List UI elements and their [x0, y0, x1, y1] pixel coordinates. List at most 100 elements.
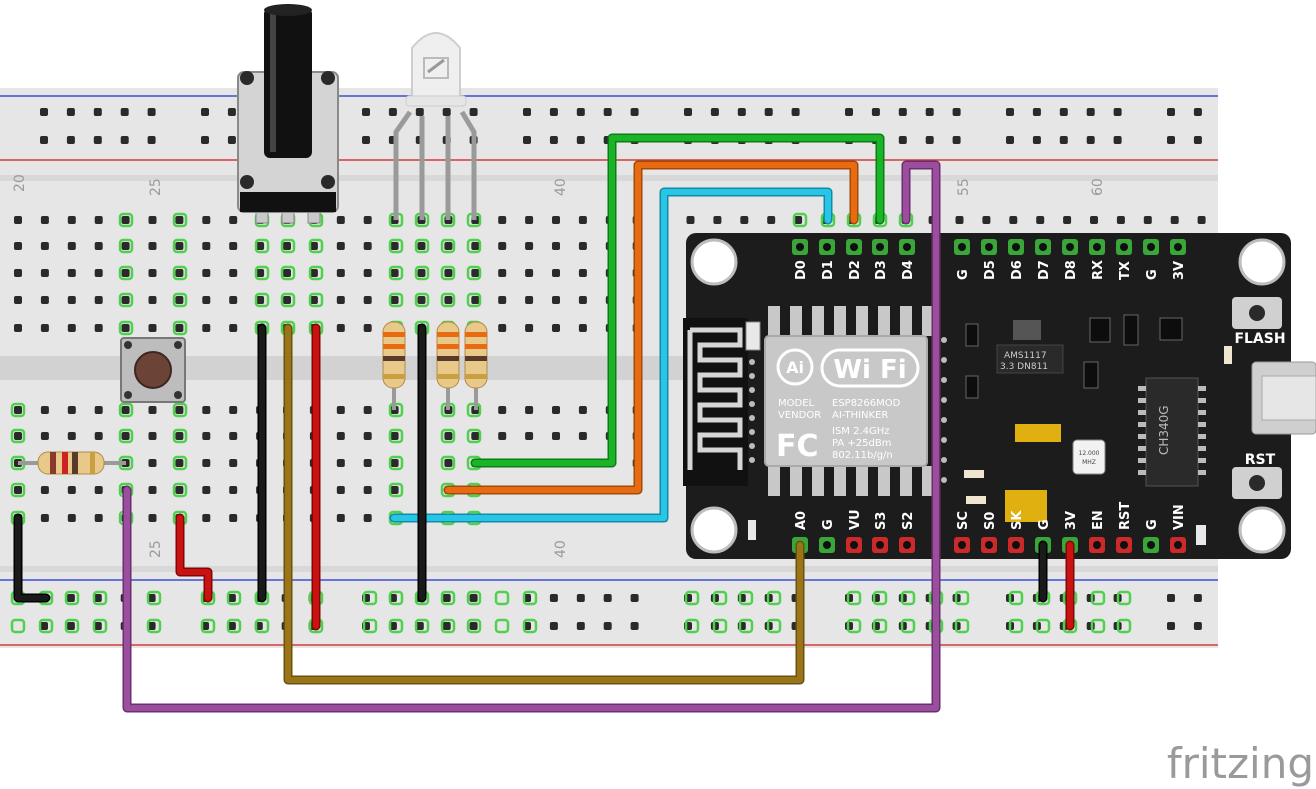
bottom-pin-en[interactable]: EN	[1089, 510, 1106, 553]
hole	[578, 406, 587, 414]
connected-hole	[440, 265, 456, 281]
connected-hole	[172, 402, 188, 418]
connected-hole	[792, 212, 808, 228]
top-pin-g[interactable]: G	[1143, 239, 1160, 280]
hole	[390, 432, 399, 440]
bottom-pin-s2[interactable]: S2	[899, 512, 916, 553]
connected-hole	[64, 590, 80, 606]
top-pin-d1[interactable]: D1	[819, 239, 836, 280]
bottom-pin-sk[interactable]: SK	[1008, 510, 1025, 553]
bottom-pin-vin[interactable]: VIN	[1170, 504, 1187, 553]
hole	[66, 622, 75, 630]
resistor-vertical[interactable]	[382, 321, 406, 410]
push-button[interactable]	[120, 337, 186, 403]
bottom-pin-vu[interactable]: VU	[846, 509, 863, 553]
bottom-pin-sc[interactable]: SC	[954, 511, 971, 553]
hole	[444, 269, 453, 277]
wire-black-resistor[interactable]	[13, 513, 51, 603]
bottom-pin-s0[interactable]: S0	[981, 512, 998, 553]
hole	[578, 242, 587, 250]
top-pin-3v[interactable]: 3V	[1170, 239, 1187, 280]
bottom-pin-g[interactable]: G	[819, 519, 836, 553]
hole	[202, 406, 211, 414]
module-line: ISM 2.4GHz	[832, 426, 890, 437]
hole	[1167, 136, 1175, 144]
pin-label: VU	[848, 509, 863, 530]
resistor-horizontal[interactable]	[18, 451, 126, 475]
bottom-pin-g[interactable]: G	[1143, 519, 1160, 553]
hole	[229, 242, 238, 250]
top-pin-d5[interactable]: D5	[981, 239, 998, 280]
hole	[14, 242, 22, 250]
wire-brown[interactable]	[283, 323, 805, 685]
connected-hole	[388, 292, 404, 308]
hole	[1197, 216, 1206, 224]
resistor-vertical[interactable]	[464, 321, 488, 410]
hole	[67, 242, 76, 250]
wire-cyan[interactable]	[389, 187, 833, 523]
connected-hole	[254, 292, 270, 308]
connected-hole	[1116, 618, 1132, 634]
tantalum-capacitor	[1005, 490, 1047, 522]
hole	[229, 269, 238, 277]
hole	[1059, 136, 1068, 144]
top-pin-g[interactable]: G	[954, 239, 971, 280]
pin-label: D6	[1010, 260, 1025, 280]
hole	[1116, 216, 1125, 224]
top-pin-d7[interactable]: D7	[1035, 239, 1052, 280]
connected-hole	[414, 265, 430, 281]
connected-hole	[172, 292, 188, 308]
connected-hole	[254, 238, 270, 254]
connected-hole	[172, 265, 188, 281]
hole	[148, 216, 157, 224]
hole	[148, 406, 157, 414]
wire-green[interactable]	[470, 133, 885, 468]
hole	[552, 242, 560, 250]
hole	[576, 136, 585, 144]
hole	[148, 269, 157, 277]
hole	[552, 432, 560, 440]
hole	[1143, 216, 1152, 224]
hole	[578, 296, 587, 304]
resistor-vertical[interactable]	[436, 321, 460, 410]
connected-hole	[10, 618, 26, 634]
hole	[40, 108, 48, 116]
top-pin-d6[interactable]: D6	[1008, 239, 1025, 280]
connected-hole	[362, 618, 378, 634]
top-pin-d3[interactable]: D3	[872, 239, 889, 280]
hole	[93, 136, 102, 144]
rgb-led[interactable]	[393, 32, 477, 220]
potentiometer[interactable]	[237, 4, 339, 224]
hole	[229, 296, 238, 304]
module-pins	[768, 306, 934, 496]
wire-orange[interactable]	[443, 160, 859, 495]
mount-hole	[690, 238, 738, 286]
connected-hole	[118, 238, 134, 254]
wire-purple[interactable]	[122, 160, 941, 713]
antenna-trace	[687, 327, 743, 470]
top-pin-d0[interactable]: D0	[792, 239, 809, 280]
hole	[40, 622, 48, 630]
hole	[552, 269, 560, 277]
hole	[147, 622, 156, 630]
pin-label: D7	[1037, 260, 1052, 280]
connected-hole	[388, 618, 404, 634]
hole	[417, 269, 426, 277]
hole	[1006, 108, 1014, 116]
hole	[469, 594, 478, 602]
top-pin-d8[interactable]: D8	[1062, 239, 1079, 280]
wire-red-button[interactable]	[175, 513, 213, 603]
bottom-pin-s3[interactable]: S3	[872, 512, 889, 553]
connected-hole	[388, 238, 404, 254]
hole	[469, 622, 478, 630]
pin-label: EN	[1091, 510, 1106, 530]
top-pin-tx[interactable]: TX	[1116, 239, 1133, 280]
fritzing-watermark: fritzing	[1167, 739, 1314, 788]
hole	[444, 242, 453, 250]
top-pin-d4[interactable]: D4	[899, 239, 916, 280]
top-pin-rx[interactable]: RX	[1089, 239, 1106, 280]
bottom-pin-rst[interactable]: RST	[1116, 502, 1133, 553]
top-pin-d2[interactable]: D2	[846, 239, 863, 280]
connected-hole	[738, 618, 754, 634]
